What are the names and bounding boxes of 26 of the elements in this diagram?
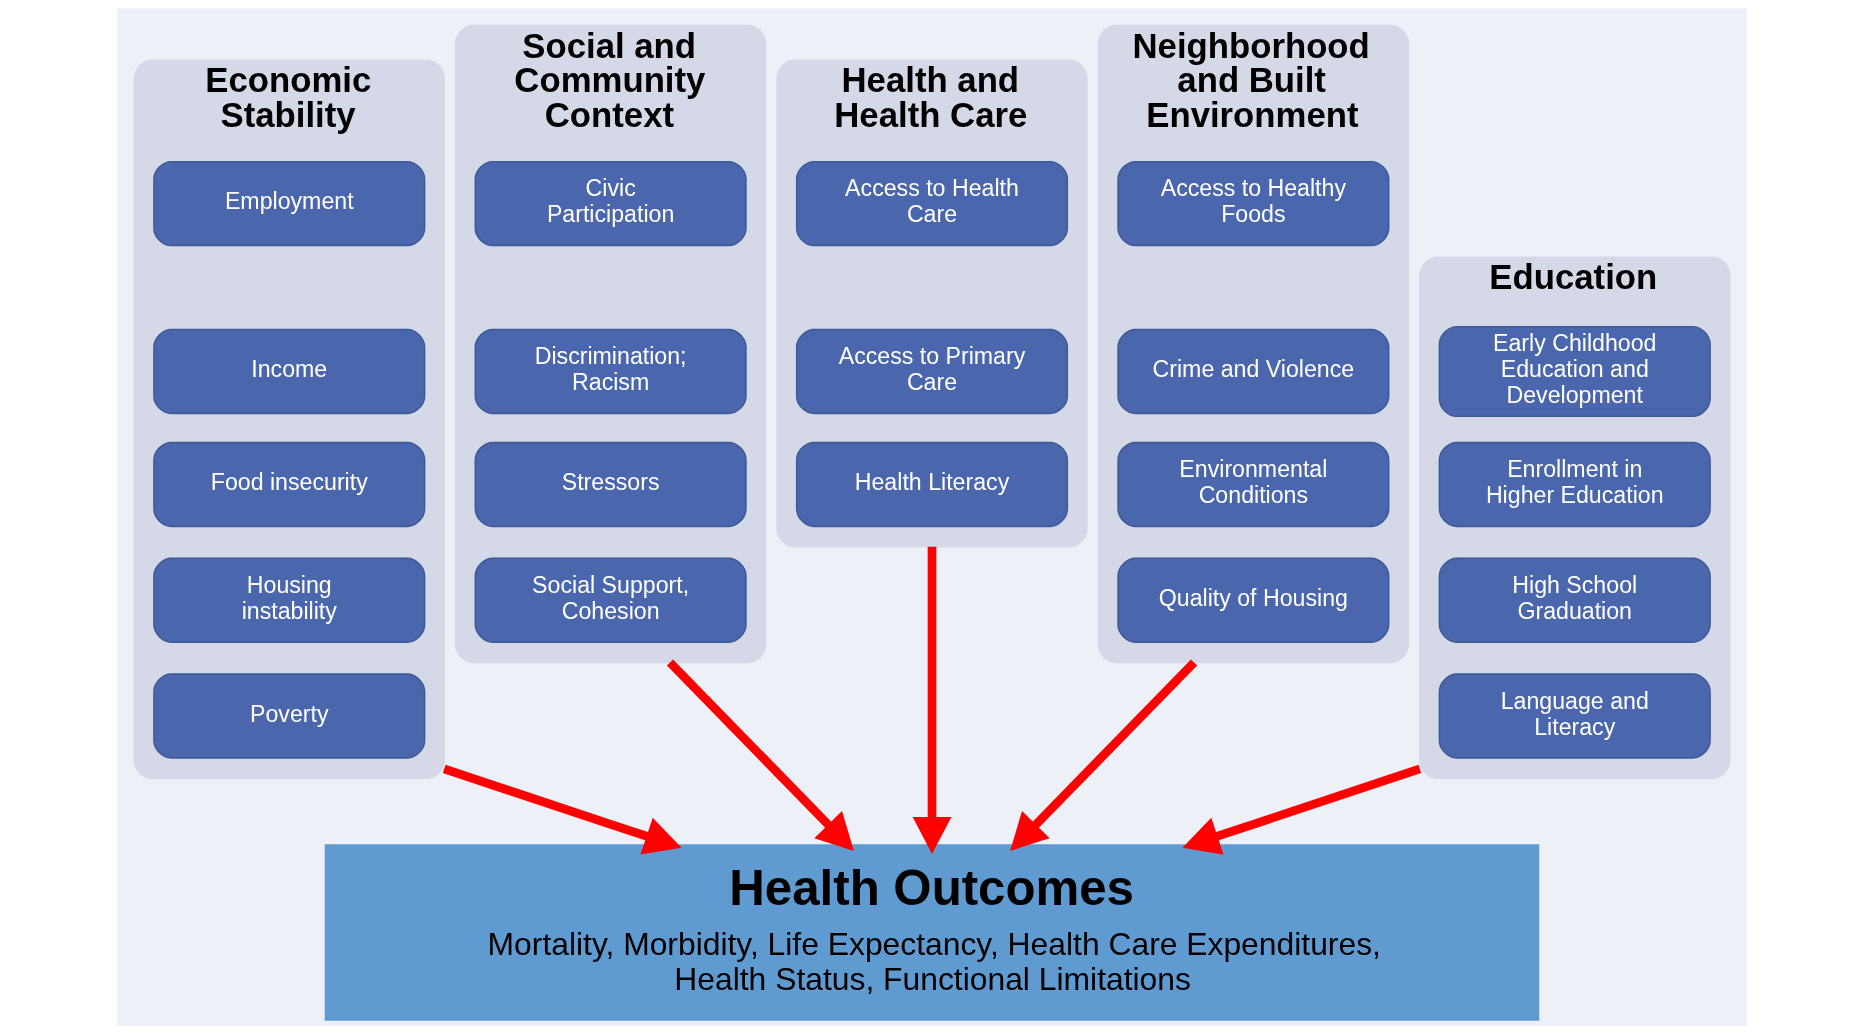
arrow xyxy=(912,546,952,854)
node-box: Quality of Housing xyxy=(1117,557,1390,643)
node-box: Housing instability xyxy=(153,557,426,643)
node-box: Early Childhood Education and Development xyxy=(1438,325,1711,418)
node-box: Social Support, Cohesion xyxy=(474,557,747,643)
node-box: Food insecurity xyxy=(153,441,426,528)
node-box: Income xyxy=(153,328,426,415)
node-box: Discrimination; Racism xyxy=(474,328,747,415)
node-box: Health Outcomes Mortality, Morbidity, Life Expectancy, Health Care Expenditures, Health Status, Functional Limitations xyxy=(324,844,1540,1021)
node-box: Poverty xyxy=(153,673,426,759)
node-box: Language and Literacy xyxy=(1438,673,1711,759)
node-box: Civic Participation xyxy=(474,160,747,247)
node-box: High School Graduation xyxy=(1438,557,1711,643)
node-box: Enrollment in Higher Education xyxy=(1438,441,1711,528)
node-box: Access to Primary Care xyxy=(795,328,1069,415)
node-box: Access to Healthy Foods xyxy=(1117,160,1390,247)
arrow xyxy=(1182,764,1422,855)
node-box: Employment xyxy=(153,160,426,247)
node-box: Crime and Violence xyxy=(1117,328,1390,415)
arrow xyxy=(1010,659,1198,851)
node-box: Health Literacy xyxy=(795,441,1069,528)
arrow xyxy=(666,659,854,851)
node-box: Environmental Conditions xyxy=(1117,441,1390,528)
arrow xyxy=(442,764,682,855)
node-box: Access to Health Care xyxy=(795,160,1069,247)
node-box: Stressors xyxy=(474,441,747,528)
